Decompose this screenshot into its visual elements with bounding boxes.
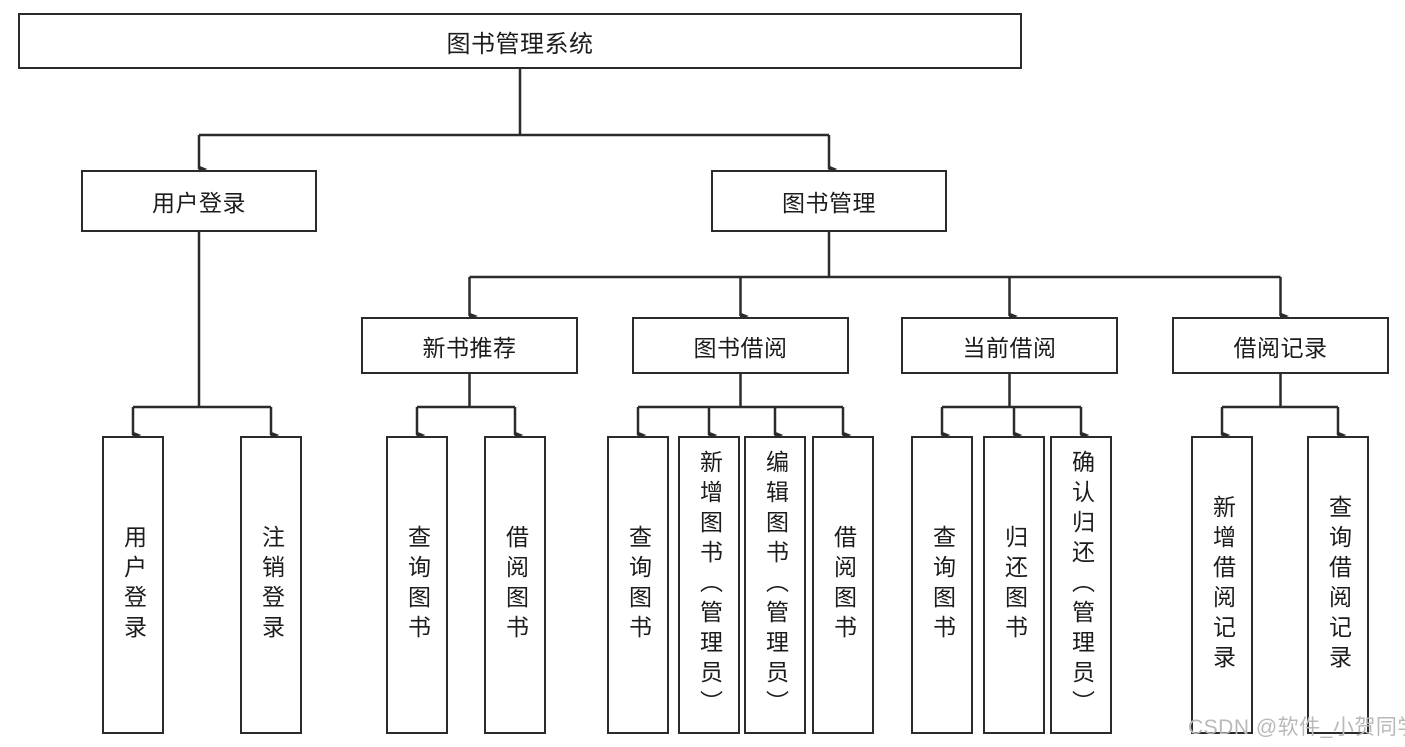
watermark-text: CSDN @软件_小贺同学 [1188, 716, 1405, 739]
node-book-mgmt[interactable]: 图书管理 [711, 170, 947, 232]
node-leaf-user-login[interactable]: 用户登录 [102, 436, 164, 734]
node-leaf-bb-add[interactable]: 新增图书（管理员） [678, 436, 740, 734]
node-leaf-bb-query[interactable]: 查询图书 [607, 436, 669, 734]
node-borrow-record[interactable]: 借阅记录 [1172, 317, 1389, 374]
node-label: 图书借阅 [693, 334, 788, 361]
node-label: 图书管理系统 [446, 30, 594, 58]
node-label: 注销登录 [258, 525, 285, 645]
node-label: 查询图书 [404, 525, 431, 645]
node-label: 查询图书 [625, 525, 652, 645]
node-leaf-bb-borrow[interactable]: 借阅图书 [812, 436, 874, 734]
node-user-login[interactable]: 用户登录 [81, 170, 317, 232]
node-label: 新增图书（管理员） [696, 450, 723, 720]
node-book-borrow[interactable]: 图书借阅 [632, 317, 849, 374]
node-label: 借阅图书 [830, 525, 857, 645]
node-label: 用户登录 [120, 525, 147, 645]
node-label: 查询图书 [929, 525, 956, 645]
edges [131, 69, 1347, 439]
node-leaf-bb-edit[interactable]: 编辑图书（管理员） [744, 436, 806, 734]
node-new-book-rec[interactable]: 新书推荐 [361, 317, 578, 374]
node-label: 新书推荐 [422, 334, 517, 361]
node-leaf-rec-query[interactable]: 查询图书 [386, 436, 448, 734]
node-label: 查询借阅记录 [1325, 495, 1352, 675]
node-leaf-cb-return[interactable]: 归还图书 [983, 436, 1045, 734]
node-label: 图书管理 [782, 190, 876, 216]
node-leaf-cb-query[interactable]: 查询图书 [911, 436, 973, 734]
node-label: 编辑图书（管理员） [762, 450, 789, 720]
node-leaf-cb-confirm[interactable]: 确认归还（管理员） [1050, 436, 1112, 734]
node-label: 新增借阅记录 [1209, 495, 1236, 675]
node-leaf-br-add[interactable]: 新增借阅记录 [1191, 436, 1253, 734]
node-current-borrow[interactable]: 当前借阅 [901, 317, 1118, 374]
node-label: 借阅记录 [1233, 334, 1328, 361]
node-leaf-br-query[interactable]: 查询借阅记录 [1307, 436, 1369, 734]
node-label: 用户登录 [152, 190, 246, 216]
node-label: 归还图书 [1001, 525, 1028, 645]
node-leaf-user-logout[interactable]: 注销登录 [240, 436, 302, 734]
node-leaf-rec-borrow[interactable]: 借阅图书 [484, 436, 546, 734]
node-label: 当前借阅 [962, 334, 1057, 361]
node-root[interactable]: 图书管理系统 [18, 13, 1022, 69]
node-label: 借阅图书 [502, 525, 529, 645]
node-label: 确认归还（管理员） [1068, 450, 1095, 720]
